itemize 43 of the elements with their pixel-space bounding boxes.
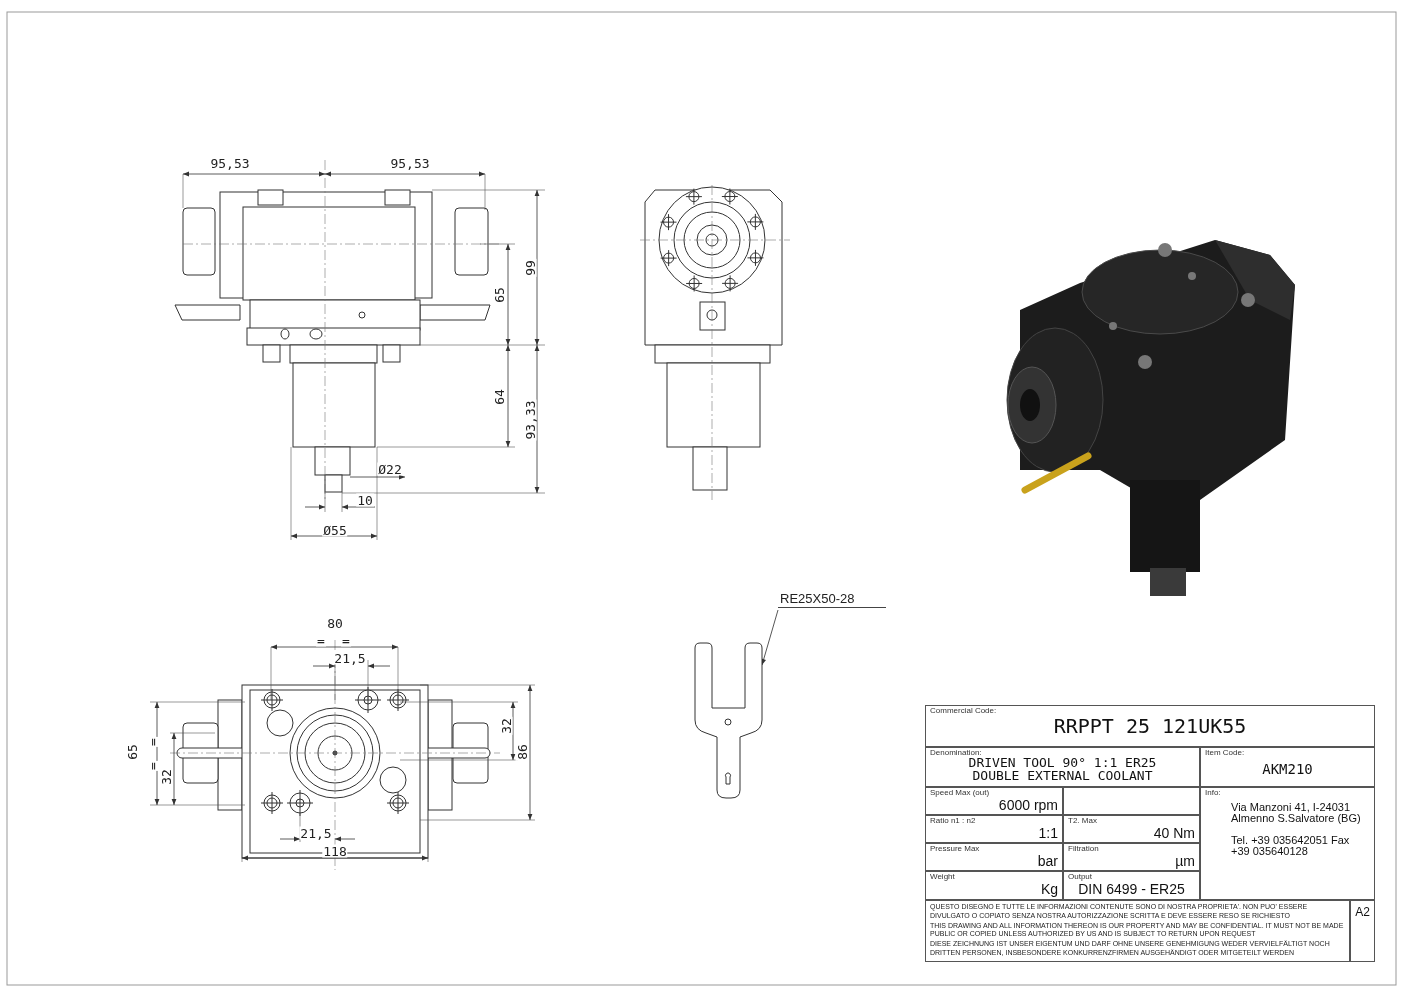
dimension-value: 10 [356, 493, 374, 507]
dimension-value: Ø55 [322, 523, 348, 537]
field-label: Pressure Max [930, 845, 980, 854]
dimension-value: 80 [326, 616, 344, 630]
field-value: µm [1175, 853, 1195, 869]
field-value: 6000 rpm [998, 797, 1058, 813]
dimension-value: 95,53 [389, 156, 431, 170]
dimension-value: 21,5 [299, 826, 333, 840]
dimension-value: 86 [515, 743, 529, 761]
part-callout: RE25X50-28 [778, 592, 886, 609]
field-value: AKM210 [1262, 761, 1313, 777]
field-value: 1:1 [1038, 825, 1058, 841]
dimension-value: 32 [499, 717, 513, 735]
field-value: Kg [1040, 881, 1058, 897]
dimension-value: 65 [125, 743, 139, 761]
field-value: bar [1037, 853, 1058, 869]
field-value: Tel. +39 035642051 Fax +39 035640128 [1231, 834, 1351, 858]
field-value: RRPPT 25 121UK55 [1053, 715, 1247, 737]
dimension-value: Ø22 [377, 462, 403, 476]
field-value: DIN 6499 - ER25 [1078, 881, 1185, 897]
dimension-value: 118 [322, 844, 348, 858]
field-value: DRIVEN TOOL 90° 1:1 ER25 DOUBLE EXTERNAL COOLANT [968, 755, 1157, 784]
dimension-value: 95,53 [209, 156, 251, 170]
field-value: Via Manzoni 41, I-24031 Almenno S.Salvatore (BG) [1231, 801, 1362, 825]
field-label: Speed Max (out) [930, 789, 990, 798]
dimension-value: 32 [159, 768, 173, 786]
dimension-value: 21,5 [333, 651, 367, 665]
field-label: Filtration [1068, 845, 1099, 854]
dimension-value: 65 [492, 286, 506, 304]
field-label: Item Code: [1205, 749, 1245, 758]
field-label: Ratio n1 : n2 [930, 817, 976, 826]
field-label: T2. Max [1068, 817, 1097, 826]
field-label: Info: [1205, 789, 1221, 798]
field-label: Commercial Code: [930, 707, 997, 716]
field-label: Weight [930, 873, 955, 882]
dimension-value: 64 [492, 388, 506, 406]
field-value: A2 [1355, 906, 1370, 919]
wrench-drawing [693, 640, 765, 800]
field-label: Output [1068, 873, 1092, 882]
dimension-value: 93,33 [523, 399, 537, 441]
field-label: Denomination: [930, 749, 982, 758]
field-value: 40 Nm [1153, 825, 1195, 841]
dimension-value: 99 [523, 259, 537, 277]
